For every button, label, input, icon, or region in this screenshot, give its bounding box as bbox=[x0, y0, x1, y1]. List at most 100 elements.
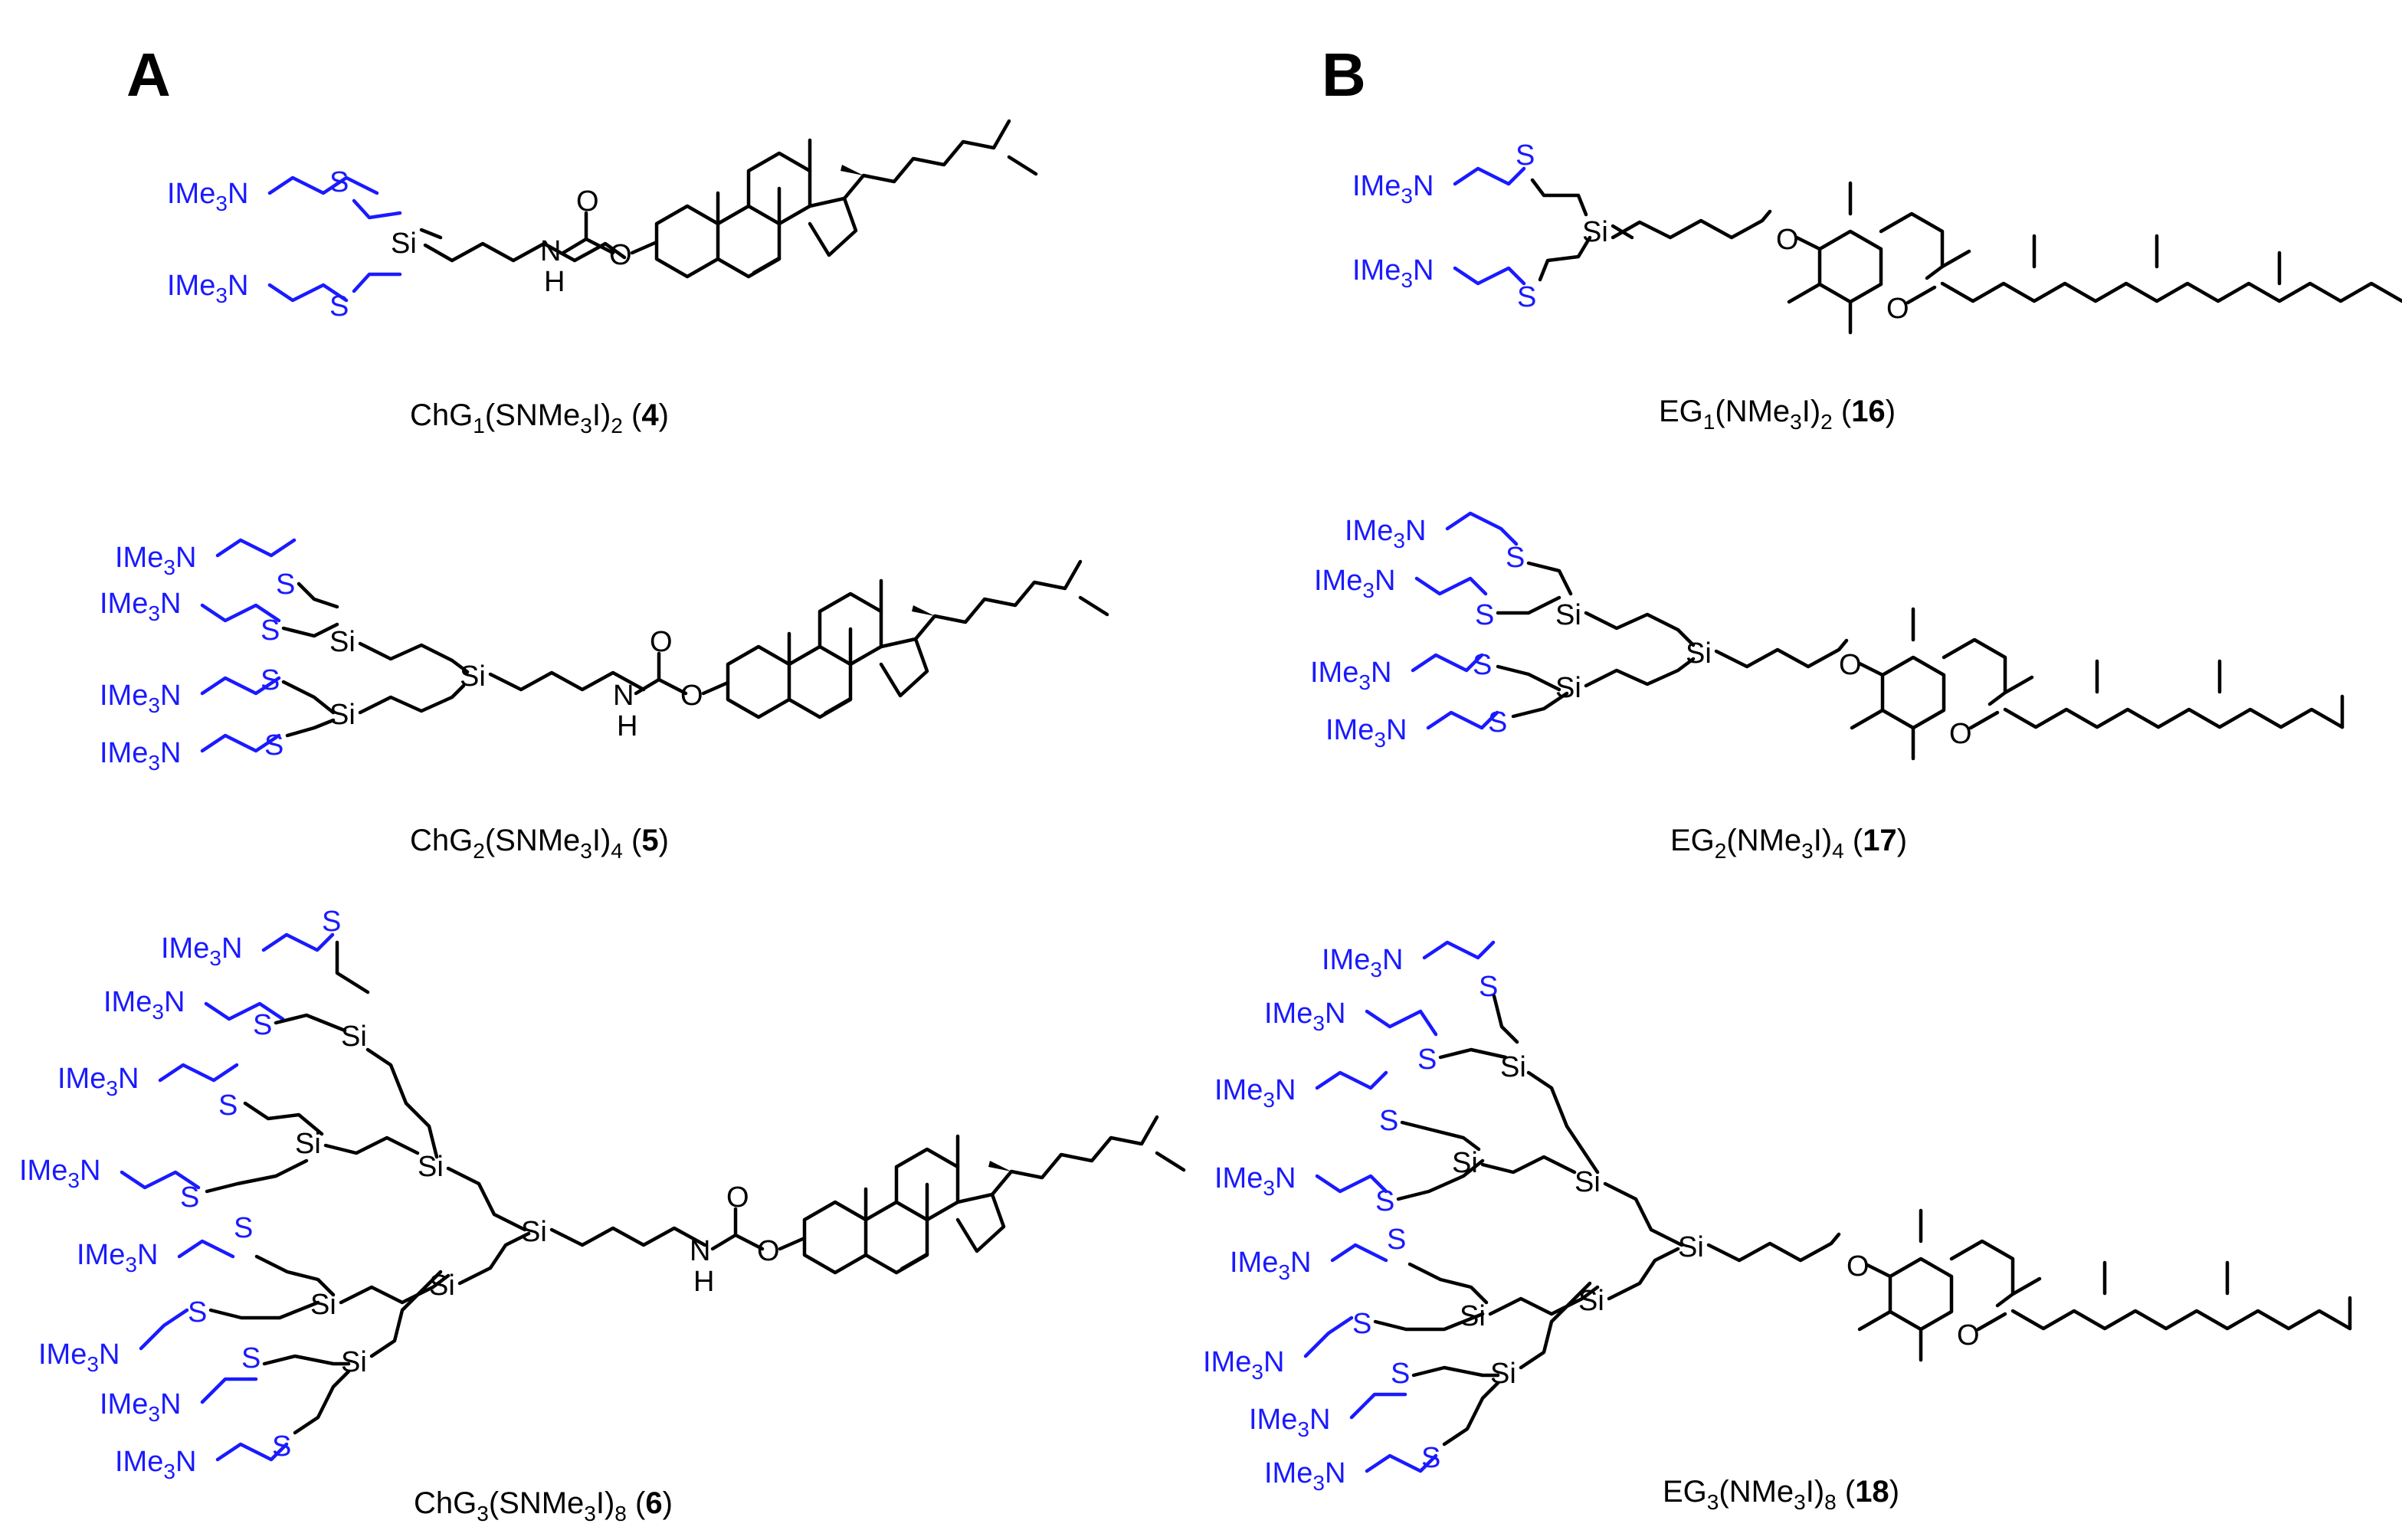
bond-line bbox=[1584, 657, 1696, 688]
trimethylammonium-label: IMe3N bbox=[1352, 170, 1434, 208]
oxygen-atom-label: O bbox=[1886, 293, 1909, 325]
bond-line bbox=[297, 582, 339, 609]
panel-label-b: B bbox=[1322, 41, 1366, 109]
sulfur-atom-label: S bbox=[1417, 1044, 1437, 1076]
sulfur-atom-label: S bbox=[1516, 139, 1535, 172]
silicon-atom-label: Si bbox=[1452, 1147, 1478, 1179]
silicon-atom-label: Si bbox=[1582, 216, 1608, 248]
bond-line bbox=[488, 670, 646, 692]
bond-line bbox=[2010, 1276, 2042, 1296]
sulfur-atom-label: S bbox=[276, 568, 295, 601]
bond-line bbox=[267, 175, 379, 195]
bond-line bbox=[1411, 653, 1484, 673]
bond-line bbox=[208, 1300, 320, 1320]
structure-chg1: IMe3N S IMe3N S Si N H O O bbox=[167, 121, 1036, 323]
trimethylammonium-label: IMe3N bbox=[1214, 1162, 1296, 1200]
bond-line bbox=[2003, 707, 2345, 729]
bond-line bbox=[200, 733, 281, 753]
sulfur-atom-label: S bbox=[188, 1296, 207, 1329]
structure-chg2: IMe3N S IMe3N S Si IMe3N S IMe3N S Si Si… bbox=[100, 538, 1107, 775]
bond-line bbox=[1968, 710, 2000, 730]
bond-line bbox=[1906, 285, 1937, 305]
silicon-atom-label: Si bbox=[1686, 637, 1712, 670]
bond-line bbox=[1373, 1312, 1485, 1332]
bond-line bbox=[1365, 1009, 1438, 1037]
bond-line bbox=[549, 1226, 707, 1247]
bond-line bbox=[1857, 655, 1946, 730]
bond-line bbox=[369, 1270, 443, 1358]
bond-line bbox=[1942, 637, 2007, 706]
bond-line bbox=[419, 228, 443, 240]
trimethylammonium-label: IMe3N bbox=[167, 270, 248, 307]
bond-line bbox=[1706, 1232, 1841, 1263]
trimethylammonium-label: IMe3N bbox=[100, 588, 181, 625]
bond-line bbox=[261, 932, 335, 952]
bond-line bbox=[1526, 1070, 1600, 1175]
trimethylammonium-label: IMe3N bbox=[100, 680, 181, 717]
bond-line bbox=[1315, 1174, 1388, 1194]
silicon-atom-label: Si bbox=[1555, 672, 1581, 704]
bond-line bbox=[1857, 1309, 1892, 1332]
bond-line bbox=[205, 1158, 309, 1194]
sulfur-atom-label: S bbox=[241, 1342, 261, 1375]
bond-line bbox=[1400, 1120, 1481, 1152]
bond-line bbox=[267, 283, 349, 303]
bond-line bbox=[1365, 1453, 1438, 1473]
bond-line bbox=[1349, 1392, 1407, 1420]
bond-line bbox=[335, 940, 370, 994]
bond-line bbox=[1396, 1158, 1485, 1201]
silicon-atom-label: Si bbox=[1578, 1285, 1604, 1317]
silicon-atom-label: Si bbox=[1555, 599, 1581, 631]
silicon-atom-label: Si bbox=[329, 626, 356, 658]
oxygen-atom-label: O bbox=[609, 239, 632, 271]
sulfur-atom-label: S bbox=[253, 1009, 272, 1041]
silicon-atom-label: Si bbox=[391, 228, 417, 260]
sulfur-atom-label: S bbox=[1506, 542, 1525, 574]
trimethylammonium-label: IMe3N bbox=[1310, 657, 1391, 694]
silicon-atom-label: Si bbox=[1575, 1166, 1601, 1198]
bond-line bbox=[254, 1254, 336, 1297]
trimethylammonium-label: IMe3N bbox=[57, 1063, 139, 1100]
bond-line bbox=[281, 680, 336, 715]
sulfur-atom-label: S bbox=[218, 1089, 238, 1122]
silicon-atom-label: Si bbox=[429, 1270, 455, 1302]
bond-line bbox=[158, 1063, 239, 1083]
trimethylammonium-label: IMe3N bbox=[103, 986, 185, 1024]
structure-eg1: IMe3N S IMe3N S Si O O bbox=[1352, 139, 2402, 335]
silicon-atom-label: Si bbox=[460, 660, 486, 693]
bond-line bbox=[1496, 595, 1561, 615]
bond-line bbox=[262, 1354, 351, 1366]
bond-line bbox=[358, 683, 466, 715]
bond-line bbox=[1611, 209, 1772, 240]
caption-chg3: ChG3(SNMe3I)8 (6) bbox=[414, 1486, 673, 1525]
silicon-atom-label: Si bbox=[418, 1151, 444, 1183]
bond-line bbox=[243, 1101, 324, 1136]
trimethylammonium-label: IMe3N bbox=[1345, 515, 1426, 552]
silicon-atom-label: Si bbox=[341, 1021, 367, 1053]
bond-line bbox=[1714, 638, 1849, 669]
bond-line bbox=[1519, 1281, 1592, 1370]
trimethylammonium-label: IMe3N bbox=[1249, 1404, 1330, 1441]
bond-line bbox=[630, 240, 659, 255]
oxygen-atom-label: O bbox=[1776, 224, 1799, 256]
bond-line bbox=[358, 641, 470, 674]
bond-line bbox=[710, 1233, 765, 1251]
ring-system bbox=[728, 562, 1107, 717]
bond-line bbox=[1865, 1257, 1954, 1332]
bond-line bbox=[1480, 1155, 1577, 1175]
oxygen-atom-label: O bbox=[576, 185, 599, 218]
bond-line bbox=[561, 237, 615, 255]
caption-chg2: ChG2(SNMe3I)4 (5) bbox=[410, 824, 669, 863]
sulfur-atom-label: S bbox=[322, 906, 341, 938]
bond-line bbox=[200, 1377, 258, 1404]
bond-line bbox=[1438, 1047, 1508, 1060]
bond-line bbox=[457, 1231, 531, 1286]
bond-line bbox=[1603, 1181, 1684, 1247]
bond-line bbox=[215, 538, 297, 558]
silicon-atom-label: Si bbox=[310, 1289, 336, 1321]
hydrogen-atom-label: H bbox=[544, 266, 565, 298]
bond-line bbox=[120, 1170, 201, 1190]
sulfur-atom-label: S bbox=[264, 729, 283, 762]
trimethylammonium-label: IMe3N bbox=[115, 1446, 196, 1483]
